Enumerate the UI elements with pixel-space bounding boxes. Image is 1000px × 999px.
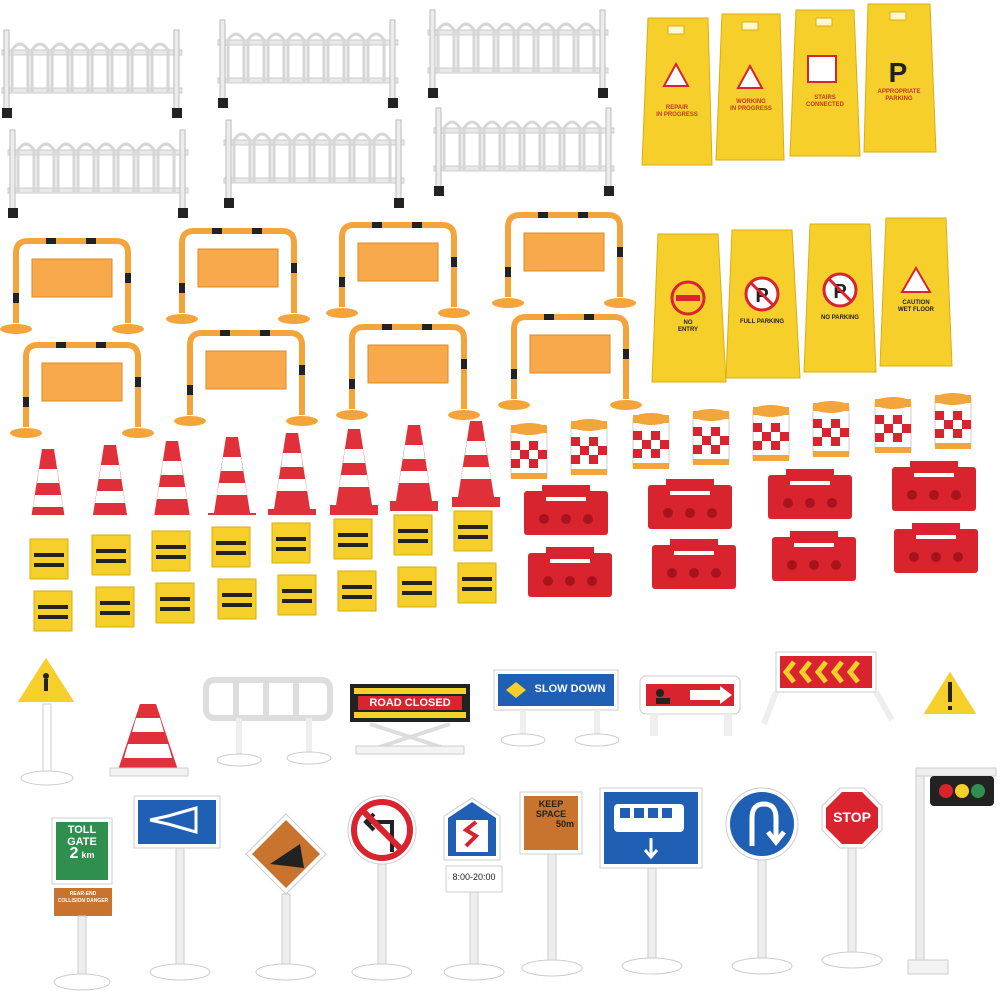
rear-end-text: COLLISION DANGER: [57, 898, 109, 904]
keep-space-sign: [519, 791, 583, 977]
horn-sign: [133, 795, 221, 981]
detour-arrow-sign: [639, 675, 741, 736]
parking-icon: P: [889, 57, 908, 88]
sign-text: WORKING: [736, 99, 766, 105]
slow-down-text: SLOW DOWN: [534, 683, 606, 695]
slow-down-sign: [493, 669, 620, 747]
bus-sign: [599, 787, 703, 975]
traffic-light: [907, 767, 997, 975]
sign-text: REPAIR: [665, 105, 689, 111]
sign-text: ENTRY: [677, 327, 699, 333]
sign-text: IN PROGRESS: [656, 112, 698, 118]
sign-text: PARKING: [885, 96, 913, 102]
floor-sign: [641, 17, 713, 166]
toll-gate-unit: km: [81, 850, 95, 860]
toll-gate-text: TOLL: [67, 824, 97, 836]
floor-signs-bottom: P P NO ENTRY FULL PARKING NO PARKING CAU…: [650, 212, 1000, 387]
keep-space-distance: 50m: [555, 819, 574, 829]
winding-road-sign: [443, 797, 505, 981]
toll-gate-distance: 2: [69, 845, 79, 862]
sign-text: NO PARKING: [821, 315, 859, 321]
road-closed-text: ROAD CLOSED: [369, 697, 451, 709]
white-fence: [432, 106, 616, 198]
sign-text: STAIRS: [814, 95, 836, 101]
white-mini-fence: [203, 677, 333, 767]
white-fence: [222, 118, 406, 210]
road-signs-row2: [51, 767, 997, 991]
warning-sign: [916, 664, 984, 718]
floor-sign: [715, 13, 785, 161]
floor-sign: P: [863, 3, 937, 153]
yellow-blocks-group: [29, 510, 497, 632]
floor-signs-top: P REPAIR IN PROGRESS WORKING IN PROGRESS…: [640, 0, 1000, 175]
u-turn-sign: [725, 787, 799, 975]
large-cone: [109, 704, 189, 777]
sign-text: IN PROGRESS: [730, 106, 772, 112]
chevron-board: [761, 651, 895, 726]
rear-end-text: REAR-END: [69, 891, 97, 897]
slippery-icon: [900, 266, 932, 293]
white-fence: [426, 8, 610, 100]
white-fence: [216, 18, 400, 110]
road-closed-sign: [350, 684, 470, 755]
sign-text: CONNECTED: [805, 102, 844, 108]
sign-text: FULL PARKING: [739, 319, 785, 325]
keep-space-text: KEEP: [538, 799, 564, 809]
white-fences-group: [0, 8, 616, 220]
sign-text: APPROPRIATE: [877, 89, 921, 95]
toll-gate-text: GATE: [67, 836, 97, 848]
sign-text: CAUTION: [902, 300, 930, 306]
no-left-turn-sign: [347, 795, 417, 981]
floor-sign: [789, 9, 861, 157]
time-range-text: 8:00-20:00: [452, 872, 496, 882]
stop-sign: [821, 787, 883, 969]
white-fence: [0, 28, 184, 120]
cones-group: [24, 421, 500, 515]
keep-space-text: SPACE: [535, 809, 567, 819]
sign-text: WET FLOOR: [898, 307, 934, 313]
sign-text: NO: [683, 320, 693, 326]
toll-gate-sign: [51, 817, 113, 991]
road-signs-row1: [10, 650, 984, 786]
falling-rocks-sign: [245, 813, 327, 981]
stop-text: STOP: [833, 809, 871, 825]
pedestrian-sign: [10, 650, 82, 786]
red-barriers-group: [524, 461, 978, 597]
